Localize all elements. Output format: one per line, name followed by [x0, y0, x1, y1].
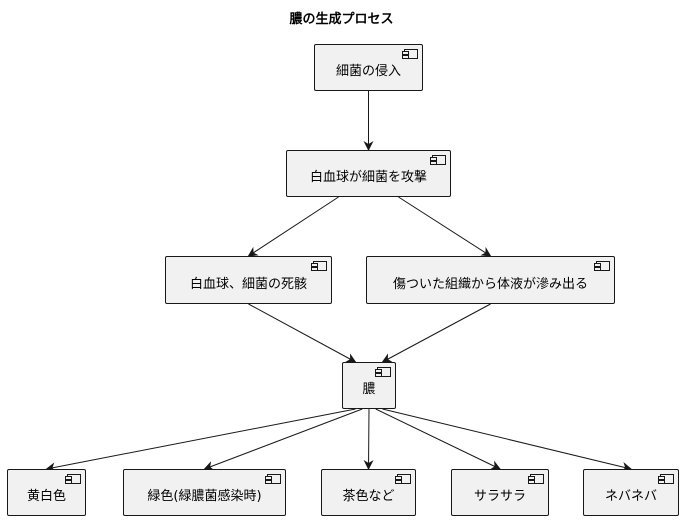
node-yellow-white: 黄白色: [7, 469, 86, 516]
component-icon: [65, 474, 81, 484]
node-brown: 茶色など: [321, 469, 416, 516]
node-sticky: ネバネバ: [583, 469, 679, 516]
diagram-title: 膿の生成プロセス: [289, 12, 394, 27]
component-icon: [311, 261, 327, 271]
component-icon: [265, 474, 281, 484]
node-tissue-fluid: 傷ついた組織から体液が滲み出る: [366, 256, 615, 304]
edge-wbc_corpses-to-pus: [248, 303, 357, 363]
component-icon: [594, 261, 610, 271]
node-label: 白血球が細菌を攻撃: [309, 170, 427, 185]
node-label: 黄白色: [26, 489, 66, 504]
node-wbc-attack: 白血球が細菌を攻撃: [286, 150, 451, 197]
component-icon: [395, 474, 411, 484]
edge-pus-to-yellow_white: [45, 408, 356, 473]
node-bacteria-invasion: 細菌の侵入: [314, 44, 423, 91]
node-label: 細菌の侵入: [335, 64, 401, 79]
node-wbc-corpses: 白血球、細菌の死骸: [165, 256, 332, 304]
node-label: 白血球、細菌の死骸: [189, 276, 307, 292]
edge-pus-to-sticky: [382, 408, 632, 472]
node-green: 緑色(緑膿菌感染時): [123, 469, 286, 516]
node-label: 茶色など: [342, 489, 395, 504]
node-label: サラサラ: [473, 489, 526, 504]
node-label: 緑色(緑膿菌感染時): [147, 489, 262, 504]
edge-pus-to-green: [203, 408, 363, 471]
node-label: 傷ついた組織から体液が滲み出る: [392, 276, 588, 292]
edge-tissue_fluid-to-pus: [381, 303, 491, 363]
edge-wbc_attack-to-wbc_corpses: [247, 196, 339, 257]
node-label: ネバネバ: [604, 489, 657, 504]
node-smooth: サラサラ: [451, 469, 549, 516]
component-icon: [375, 367, 391, 377]
component-icon: [430, 155, 446, 165]
component-icon: [402, 49, 418, 59]
edge-wbc_attack-to-tissue_fluid: [398, 196, 492, 257]
edge-pus-to-smooth: [375, 408, 501, 470]
node-pus: 膿: [342, 362, 396, 409]
component-icon: [528, 474, 544, 484]
component-icon: [658, 474, 674, 484]
node-label: 膿: [362, 382, 376, 397]
edge-pus-to-brown: [363, 408, 374, 470]
